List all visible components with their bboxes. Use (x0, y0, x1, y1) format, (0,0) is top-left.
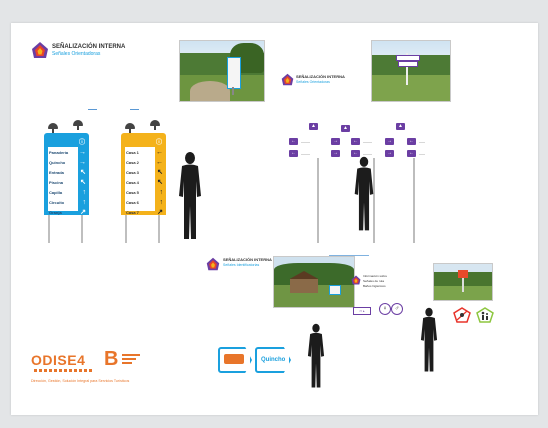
company-tagline: Dirección, Gestión, Solución Integral pa… (31, 379, 130, 383)
person-silhouette (354, 156, 374, 231)
quincho-label: Quincho (261, 357, 286, 363)
destination-label: Entrada (49, 169, 64, 175)
arrow-icon: ↑ (82, 188, 87, 196)
section-subtitle: Señales Identificatorias (223, 263, 260, 267)
section-subtitle: Señales Orientadoras (296, 80, 330, 84)
house-logo-icon (206, 257, 220, 271)
info-icon: ⓘ (79, 140, 86, 146)
lamp-icon (48, 123, 58, 129)
info-line: Baños higiénicos (363, 284, 386, 288)
logo-underline (34, 369, 94, 372)
section-title: SEÑALIZACIÓN INTERNA (296, 74, 345, 79)
destination-label: Circuito (49, 199, 65, 205)
presentation-sheet: SEÑALIZACIÓN INTERNA Señales Orientadora… (11, 23, 538, 415)
sign-blue-directory: ⓘ (44, 133, 89, 215)
arrow-icon: ← (156, 148, 163, 156)
person-silhouette (179, 152, 201, 239)
company-logo-text: ODISE4 (31, 352, 86, 368)
house-logo-icon (281, 73, 294, 86)
destination-label: Granja (49, 209, 62, 215)
house-label: Casa 1 (126, 149, 139, 155)
dimension-label: ▬▬▬ (130, 107, 139, 111)
dimension-label: ▬▬▬ (88, 107, 97, 111)
lamp-icon (125, 123, 135, 129)
arrow-icon: ↑ (159, 198, 164, 206)
sign-blue-rows: Panadería → Quincho → Entrada ↖ Piscina ↖ Ca… (48, 147, 88, 217)
quincho-sign-orange (218, 347, 252, 373)
house-label: Casa 3 (126, 169, 139, 175)
photo-restroom-sign (433, 263, 493, 301)
arrow-icon: → (79, 158, 86, 166)
arrow-icon: ↖ (80, 169, 86, 176)
house-label: Casa 2 (126, 159, 139, 165)
photo-sign-in-park (179, 40, 265, 102)
arrow-icon: ↖ (80, 179, 86, 186)
person-silhouette (420, 307, 438, 372)
house-label: Casa 6 (126, 199, 139, 205)
arrow-icon: ↖ (157, 179, 163, 186)
arrow-icon: ↖ (157, 169, 163, 176)
house-label: Casa 4 (126, 179, 139, 185)
house-label: Casa 7 (126, 209, 139, 215)
sign-blue-panel (48, 147, 78, 211)
info-line: Información sobre (363, 274, 388, 278)
section-subtitle: Señales Orientadoras (52, 51, 101, 57)
destination-label: Capilla (49, 189, 63, 195)
family-pentagon-icon (476, 307, 494, 323)
male-icon: ♂ (391, 303, 403, 315)
logo-stripes (122, 354, 140, 364)
section-title: SEÑALIZACIÓN INTERNA (52, 44, 126, 50)
info-line: Señales de ruta (363, 279, 385, 283)
photo-quincho (273, 256, 355, 308)
sign-yellow-panel (125, 147, 155, 211)
destination-label: Panadería (49, 149, 69, 155)
arrow-icon: ← (156, 158, 163, 166)
arrow-icon: ↗ (157, 209, 163, 216)
sign-yellow-rows: Casa 1← Casa 2← Casa 3↖ Casa 4↖ Casa 5↑ … (125, 147, 165, 217)
house-label: Casa 5 (126, 189, 139, 195)
no-entry-pentagon-icon (453, 307, 471, 323)
arrow-icon: ↑ (159, 188, 164, 196)
company-logo-letter: B (104, 348, 119, 370)
directional-post-diagram: ▲ ▲ ▲ ← ——— → ← ——— → ← —— ← ——— → ← ———… (281, 123, 431, 263)
lamp-icon (73, 120, 83, 126)
arrow-icon: ↗ (80, 209, 86, 216)
photo-directional-post (371, 40, 451, 102)
quincho-sign-text: Quincho (255, 347, 291, 373)
person-silhouette (307, 323, 325, 388)
female-icon: ♀ (379, 303, 391, 315)
house-logo-icon (32, 42, 48, 58)
destination-label: Piscina (49, 179, 64, 185)
house-logo-icon (351, 275, 361, 285)
arrow-icon: ↑ (82, 198, 87, 206)
info-icon: ⓘ (156, 140, 163, 146)
arrow-icon: → (79, 148, 86, 156)
section-title: SEÑALIZACIÓN INTERNA (223, 257, 272, 262)
lamp-icon (150, 120, 160, 126)
destination-label: Quincho (49, 159, 66, 165)
sign-yellow-directory: ⓘ (121, 133, 166, 215)
small-sign: ▭ ▸ (353, 307, 371, 315)
